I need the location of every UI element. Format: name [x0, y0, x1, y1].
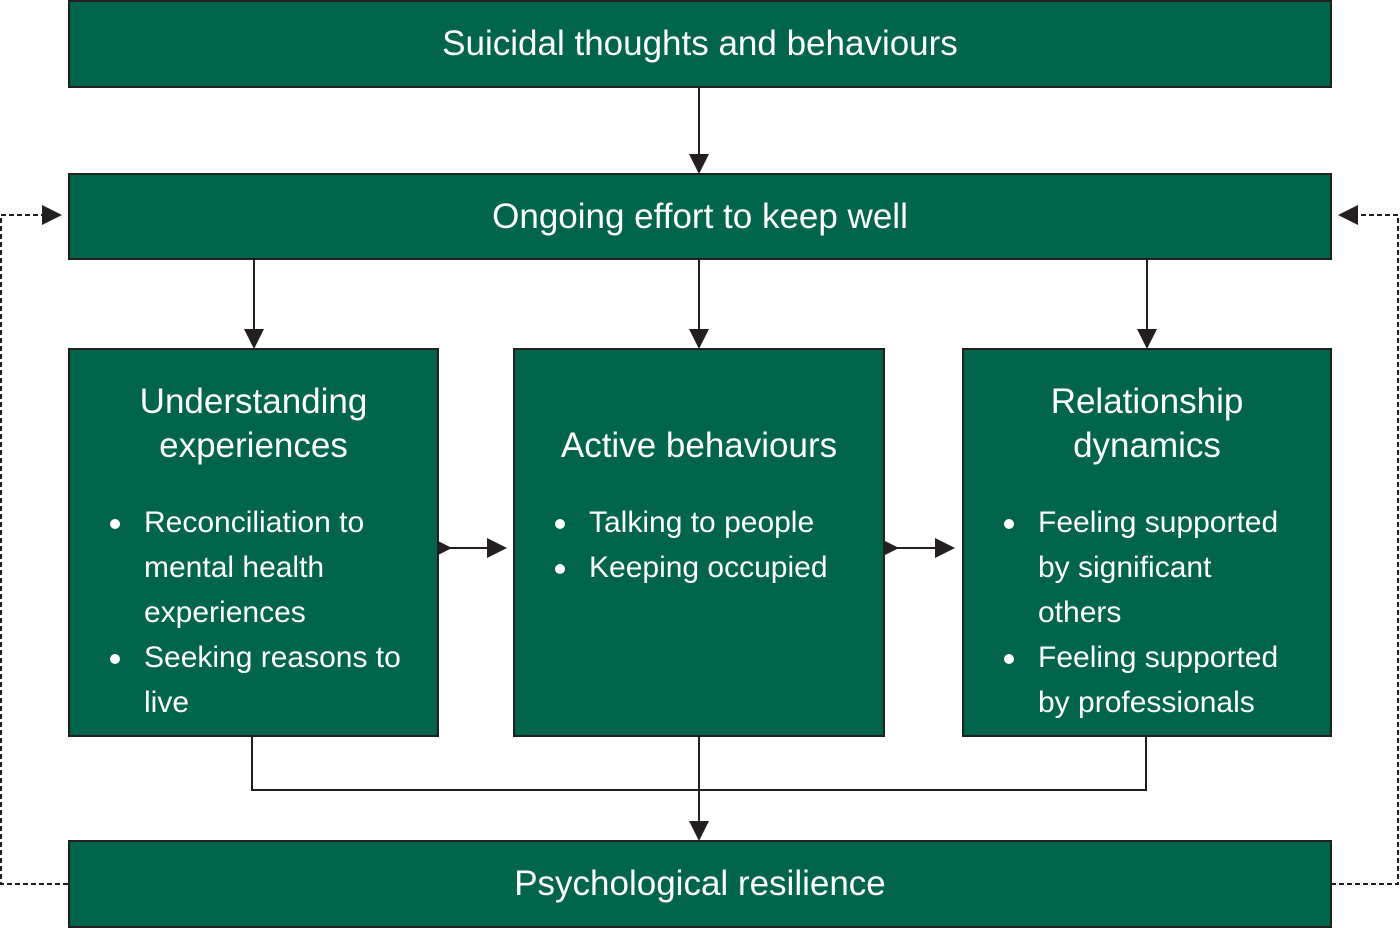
- list-item: Reconciliation to mental health experien…: [70, 500, 417, 635]
- feedback-left: [0, 205, 68, 885]
- title-line: Understanding: [139, 382, 368, 421]
- list-item: Seeking reasons to live: [70, 635, 417, 725]
- title-line: dynamics: [1073, 426, 1221, 465]
- list-item: Feeling supported by professionals: [964, 635, 1300, 725]
- list-item: Feeling supported by significant others: [964, 500, 1300, 635]
- title-line: Active behaviours: [560, 426, 838, 465]
- list-item: Talking to people: [515, 500, 883, 545]
- bottom-box: Psychological resilience: [68, 840, 1332, 928]
- title-line: experiences: [159, 426, 348, 465]
- feedback-right: [1331, 205, 1399, 885]
- title-line: Relationship: [1050, 382, 1244, 421]
- top-box: Suicidal thoughts and behaviours: [68, 0, 1332, 88]
- middle-box: Ongoing effort to keep well: [68, 173, 1332, 260]
- understanding-box: Understanding experiences Reconciliation …: [68, 348, 439, 737]
- relationship-box: Relationship dynamics Feeling supported b…: [962, 348, 1332, 737]
- list-item: Keeping occupied: [515, 545, 883, 590]
